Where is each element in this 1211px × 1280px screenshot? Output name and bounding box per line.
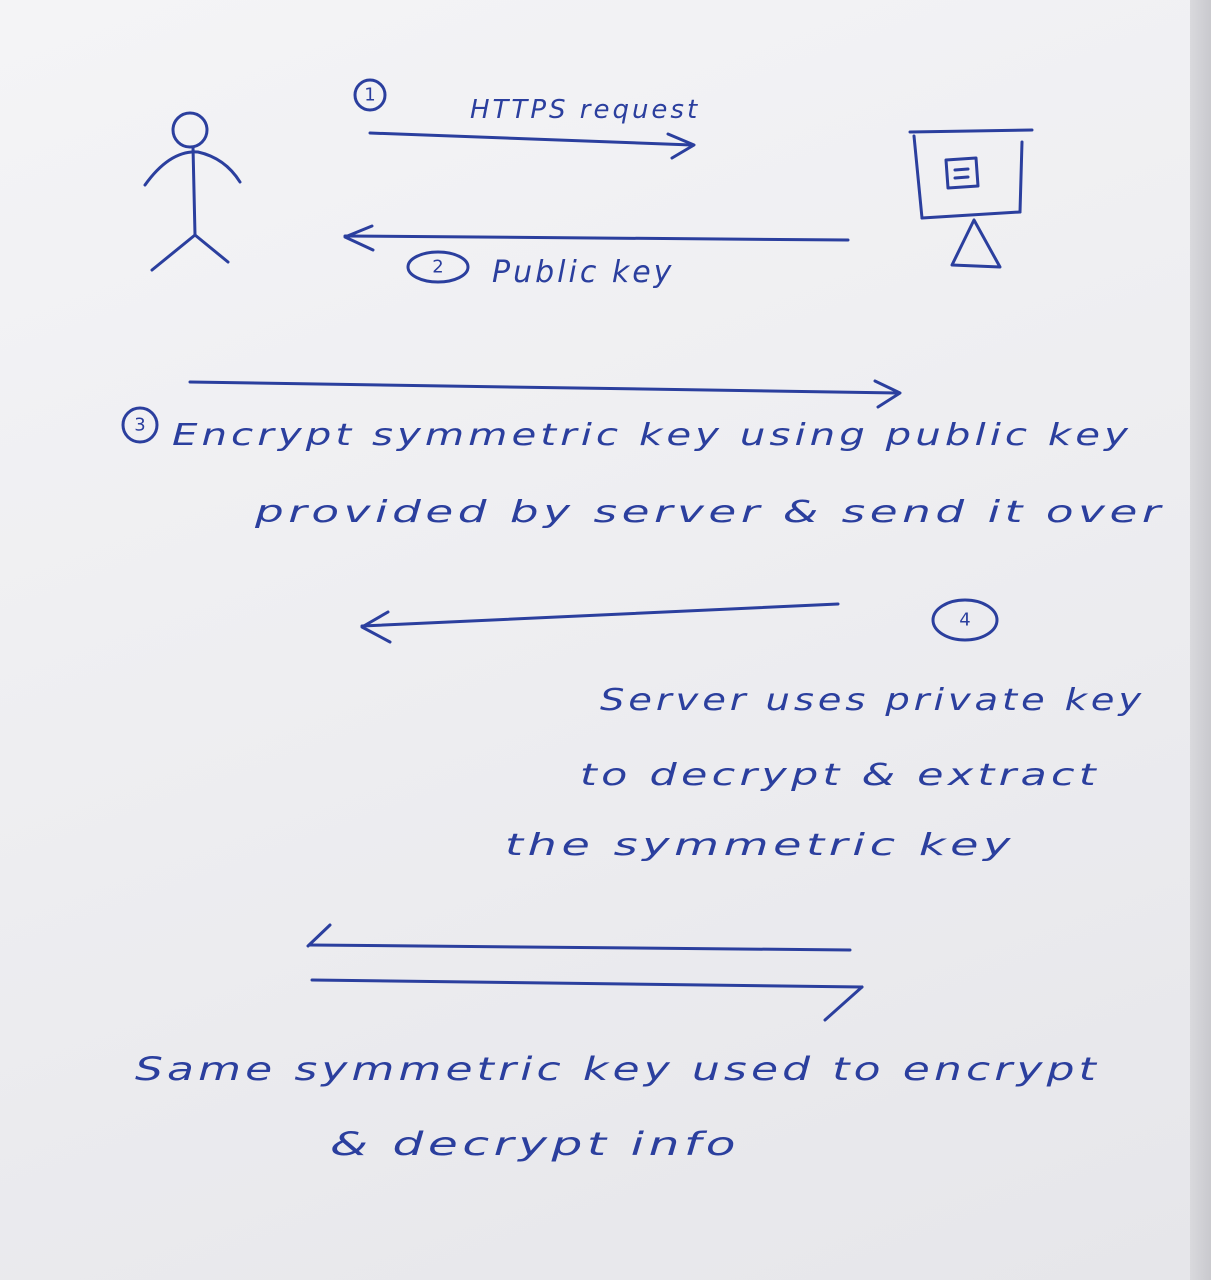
step-3-arrow-line [188,380,900,395]
step-4: 4 Server uses private key to decrypt & e… [360,598,1145,863]
step-4-line-1: Server uses private key [600,683,1145,718]
step-1: 1 HTTPS request [353,78,700,160]
step-4-number: 4 [959,610,970,631]
step-5-left-arrow-line [308,943,852,952]
step-5-line-2: & decrypt info [330,1125,740,1163]
step-1-arrow-head [666,132,696,160]
stick-figure-icon [143,111,242,272]
step-3: 3 Encrypt symmetric key using public key… [121,379,1165,530]
step-5-left-arrow-head [306,923,332,948]
step-4-arrow-head [360,610,392,644]
monitor-icon [908,128,1034,269]
page-edge-shadow [1190,0,1211,1280]
step-5-line-1: Same symmetric key used to encrypt [135,1050,1100,1088]
step-4-line-2: to decrypt & extract [580,758,1100,793]
step-2-label: Public key [492,255,674,290]
step-4-arrow-line [360,602,840,628]
step-1-number: 1 [364,85,375,106]
step-4-line-3: the symmetric key [505,828,1015,863]
step-3-arrow-head [873,379,902,409]
step-1-arrow-line [368,131,694,147]
step-3-marker [121,406,159,444]
step-2-arrow-line [343,234,850,242]
step-4-marker [931,598,999,642]
step-5-right-arrow-line [310,978,864,989]
step-2-number: 2 [432,257,443,278]
step-5: Same symmetric key used to encrypt & dec… [135,923,1100,1163]
step-3-line-2: provided by server & send it over [253,495,1165,530]
step-2-marker [406,250,470,284]
step-2-arrow-head [343,224,375,252]
step-5-right-arrow-head [823,985,864,1022]
step-2: 2 Public key [343,224,850,290]
step-1-label: HTTPS request [470,95,700,125]
step-3-number: 3 [134,415,145,436]
step-1-marker [353,78,387,112]
step-3-line-1: Encrypt symmetric key using public key [172,418,1132,453]
